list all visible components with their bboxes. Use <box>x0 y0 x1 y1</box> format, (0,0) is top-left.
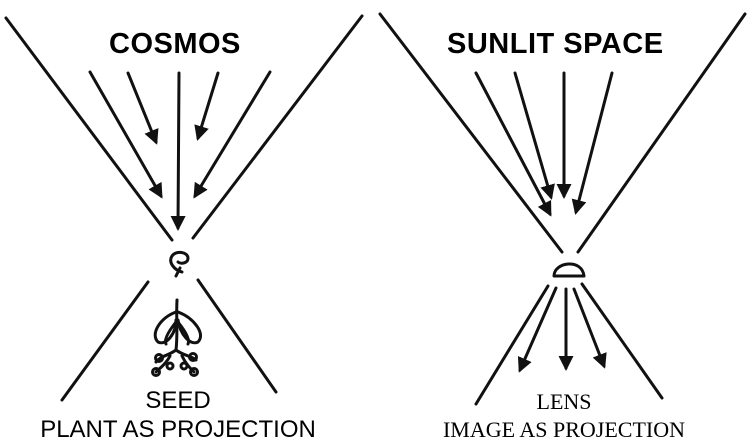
plant-projection-caption: PLANT AS PROJECTION <box>0 416 356 444</box>
lens-caption: LENS <box>382 389 746 415</box>
arrow-in-3 <box>178 73 179 228</box>
seed-caption: SEED <box>0 387 356 415</box>
arrow-out-3 <box>574 289 604 366</box>
lens-icon <box>554 264 584 276</box>
diverge-line-left <box>62 282 148 400</box>
arrow-in-2 <box>128 73 156 142</box>
image-projection-caption: IMAGE AS PROJECTION <box>382 417 746 443</box>
arrow-in-1 <box>476 73 550 214</box>
arrow-in-5 <box>195 72 270 196</box>
diverge-line-right <box>198 280 276 392</box>
arrow-in-4 <box>576 73 612 212</box>
sunlit-space-panel <box>380 14 745 404</box>
seed-icon <box>171 252 188 276</box>
cosmos-title: COSMOS <box>109 28 241 61</box>
plant-icon <box>153 300 201 376</box>
arrow-in-4 <box>198 73 218 138</box>
cosmos-panel <box>6 16 362 400</box>
diverge-line-left <box>476 286 548 404</box>
sunlit-space-title: SUNLIT SPACE <box>447 28 664 61</box>
